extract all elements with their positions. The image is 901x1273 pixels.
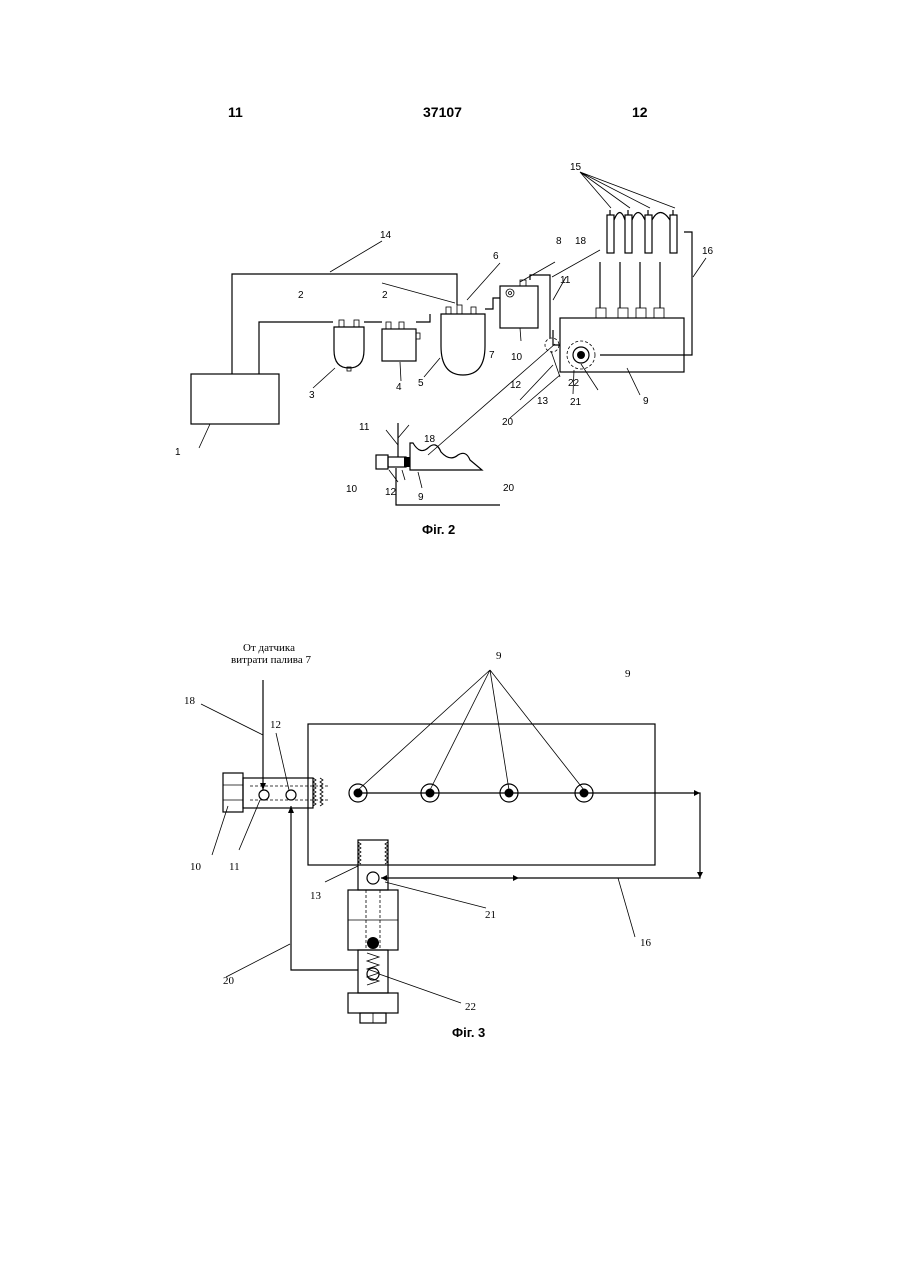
fig3-label-13: 13 bbox=[310, 890, 322, 902]
banjo-bolt-10 bbox=[223, 773, 330, 812]
fig3-label-20: 20 bbox=[223, 975, 235, 987]
fig3-label-10: 10 bbox=[190, 861, 202, 873]
fig3-label-11: 11 bbox=[229, 861, 240, 873]
fig3-label-16: 16 bbox=[640, 937, 652, 949]
fig3-label-21: 21 bbox=[485, 909, 496, 921]
fig3-label-9a: 9 bbox=[496, 650, 502, 662]
fig3-label-22: 22 bbox=[465, 1001, 476, 1013]
figure-3-caption: Фіг. 3 bbox=[452, 1025, 485, 1040]
fig3-label-18: 18 bbox=[184, 695, 196, 707]
sensor-note-line1: От датчика bbox=[243, 642, 295, 654]
sensor-note-line2: витрати палива 7 bbox=[231, 654, 311, 666]
fig3-label-9b: 9 bbox=[625, 668, 631, 680]
fig3-label-12: 12 bbox=[270, 719, 281, 731]
